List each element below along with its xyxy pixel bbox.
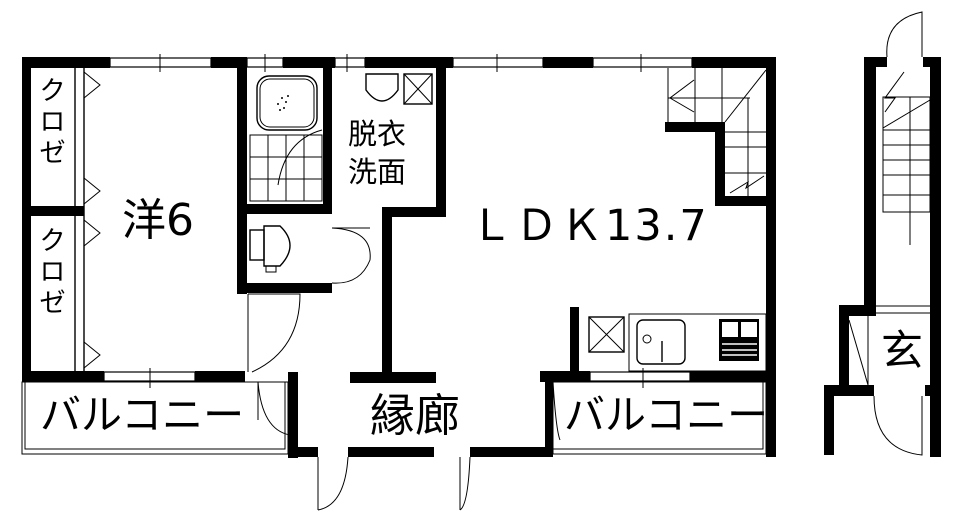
closet-top-label: クロゼ [34,76,65,169]
ldk-staircase [667,68,767,196]
bathtub [256,75,318,131]
entrance-unit [824,11,941,457]
washroom-label-line1: 脱衣 [348,117,407,151]
balcony-outlines [21,381,767,455]
balcony-right-label: バルコニー [564,391,769,439]
interior-walls [237,57,773,458]
bath-floor-tiles [249,129,323,202]
closet-bottom-label: クロゼ [34,226,65,319]
exterior-walls [22,57,776,457]
toilet-fixture [249,225,371,284]
closet-walls [22,68,101,371]
corridor-label: 縁廊 [370,389,461,442]
windows-top [109,54,693,72]
western-room-label: 洋6 [122,195,194,246]
sink-washroom [365,73,433,105]
kitchen-counter [588,313,767,372]
balcony-left-label: バルコニー [40,391,245,439]
entrance-label: 玄 [881,326,924,375]
doors [247,293,561,511]
washroom-label-line2: 洗面 [348,155,407,189]
ldk-label: ＬＤＫ13.7 [470,201,709,251]
